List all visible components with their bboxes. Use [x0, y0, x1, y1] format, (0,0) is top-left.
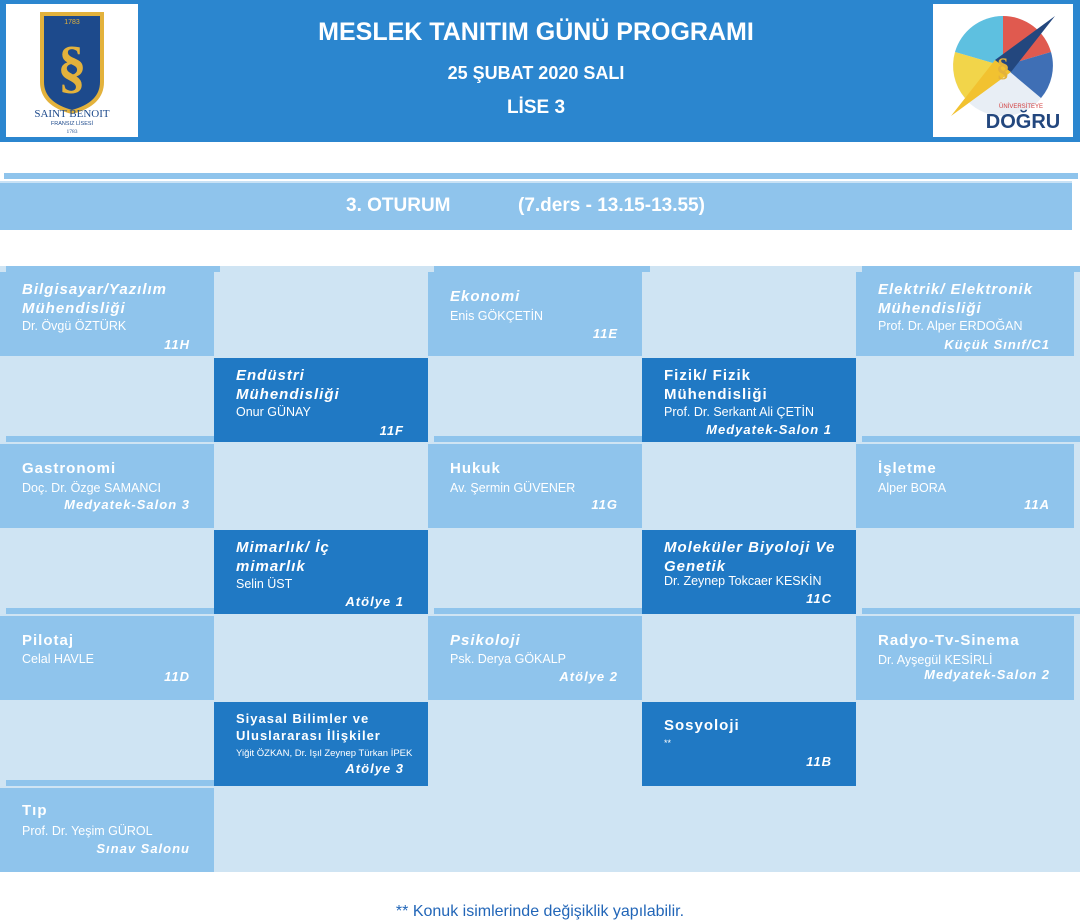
- program-card-endustri: Endüstri Mühendisliği Onur GÜNAY 11F: [214, 358, 428, 442]
- program-card-hukuk: Hukuk Av. Şermin GÜVENER 11G: [428, 444, 642, 528]
- program-grade: LİSE 3: [506, 97, 566, 118]
- universiteye-dogru-logo: § ÜNİVERSİTEYE DOĞRU: [933, 4, 1073, 137]
- session-bar: 3. OTURUM (7.ders - 13.15-13.55): [0, 181, 1072, 230]
- program-card-bilgisayar: Bilgisayar/Yazılım Mühendisliği Dr. Övgü…: [0, 272, 214, 356]
- program-card-isletme: İşletme Alper BORA 11A: [856, 444, 1074, 528]
- session-time: (7.ders - 13.15-13.55): [518, 195, 705, 216]
- program-card-fizik: Fizik/ Fizik Mühendisliği Prof. Dr. Serk…: [642, 358, 856, 442]
- svg-text:1783: 1783: [64, 19, 80, 26]
- program-card-siyasal-bilimler: Siyasal Bilimler ve Uluslararası İlişkil…: [214, 702, 428, 786]
- program-card-psikoloji: Psikoloji Psk. Derya GÖKALP Atölye 2: [428, 616, 642, 700]
- svg-text:1783: 1783: [67, 129, 78, 135]
- schedule-grid: [0, 266, 1080, 872]
- program-date: 25 ŞUBAT 2020 SALI: [447, 63, 625, 83]
- svg-text:SAINT BENOIT: SAINT BENOIT: [34, 108, 110, 120]
- program-card-sosyoloji: Sosyoloji ** 11B: [642, 702, 856, 786]
- program-card-ekonomi: Ekonomi Enis GÖKÇETİN 11E: [428, 272, 642, 356]
- session-bar-top: [4, 173, 1078, 179]
- footnote: ** Konuk isimlerinde değişiklik yapılabi…: [395, 903, 685, 920]
- svg-text:DOĞRU: DOĞRU: [986, 109, 1060, 133]
- program-card-molekuler-biyoloji: Moleküler Biyoloji Ve Genetik Dr. Zeynep…: [642, 530, 856, 614]
- program-card-gastronomi: Gastronomi Doç. Dr. Özge SAMANCI Medyate…: [0, 444, 214, 528]
- header-banner: 1783 § SAINT BENOIT FRANSIZ LİSESİ 1783 …: [0, 0, 1080, 142]
- program-card-mimarlik: Mimarlık/ İç mimarlık Selin ÜST Atölye 1: [214, 530, 428, 614]
- session-label: 3. OTURUM: [346, 195, 451, 216]
- svg-text:ÜNİVERSİTEYE: ÜNİVERSİTEYE: [999, 103, 1043, 110]
- program-card-elektrik: Elektrik/ Elektronik Mühendisliği Prof. …: [856, 272, 1074, 356]
- saint-benoit-logo: 1783 § SAINT BENOIT FRANSIZ LİSESİ 1783: [6, 4, 138, 137]
- svg-text:§: §: [997, 53, 1010, 82]
- svg-text:FRANSIZ LİSESİ: FRANSIZ LİSESİ: [51, 120, 94, 127]
- program-card-pilotaj: Pilotaj Celal HAVLE 11D: [0, 616, 214, 700]
- program-card-radyo-tv-sinema: Radyo-Tv-Sinema Dr. Ayşegül KESİRLİ Medy…: [856, 616, 1074, 700]
- program-card-tip: Tıp Prof. Dr. Yeşim GÜROL Sınav Salonu: [0, 788, 214, 872]
- program-title: MESLEK TANITIM GÜNÜ PROGRAMI: [318, 18, 754, 46]
- svg-text:§: §: [58, 34, 87, 99]
